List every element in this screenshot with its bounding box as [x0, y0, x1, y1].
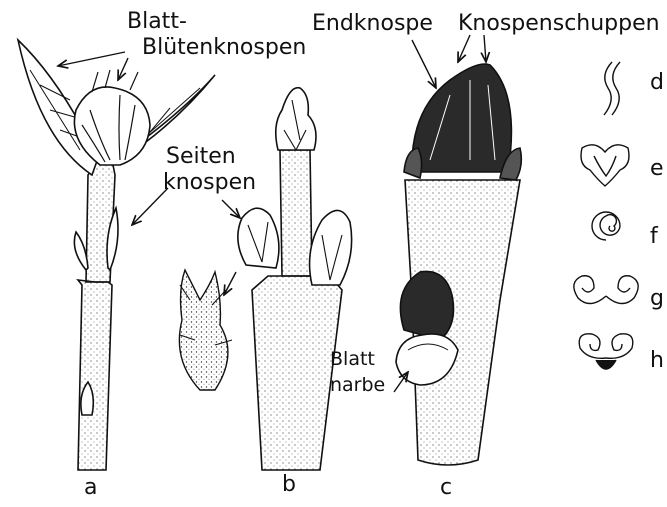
panel-label-f: f [650, 226, 658, 248]
cross-section-d [604, 62, 620, 115]
panel-label-g: g [650, 288, 664, 310]
twig-a [18, 40, 215, 470]
cross-section-g [574, 276, 638, 304]
label-endknospe: Endknospe [312, 13, 433, 35]
cross-section-e [581, 145, 629, 186]
cross-section-h [579, 334, 633, 369]
panel-label-h: h [650, 350, 664, 372]
label-bluetenknospen: Blütenknospen [142, 37, 306, 59]
twig-b [238, 88, 352, 470]
cross-section-f [592, 212, 620, 240]
detached-bud [179, 270, 232, 390]
twig-c [396, 64, 521, 465]
panel-label-d: d [650, 72, 664, 94]
panel-label-c: c [440, 477, 452, 499]
label-seiten: Seiten [166, 146, 236, 168]
panel-label-e: e [650, 158, 664, 180]
label-knospen: knospen [163, 172, 256, 194]
label-blatt: Blatt- [127, 11, 187, 33]
panel-label-a: a [84, 477, 97, 499]
label-knospenschuppen: Knospenschuppen [458, 13, 660, 35]
label-blattnarbe-1: Blatt [330, 350, 375, 369]
panel-label-b: b [282, 474, 296, 496]
label-blattnarbe-2: narbe [330, 376, 385, 395]
